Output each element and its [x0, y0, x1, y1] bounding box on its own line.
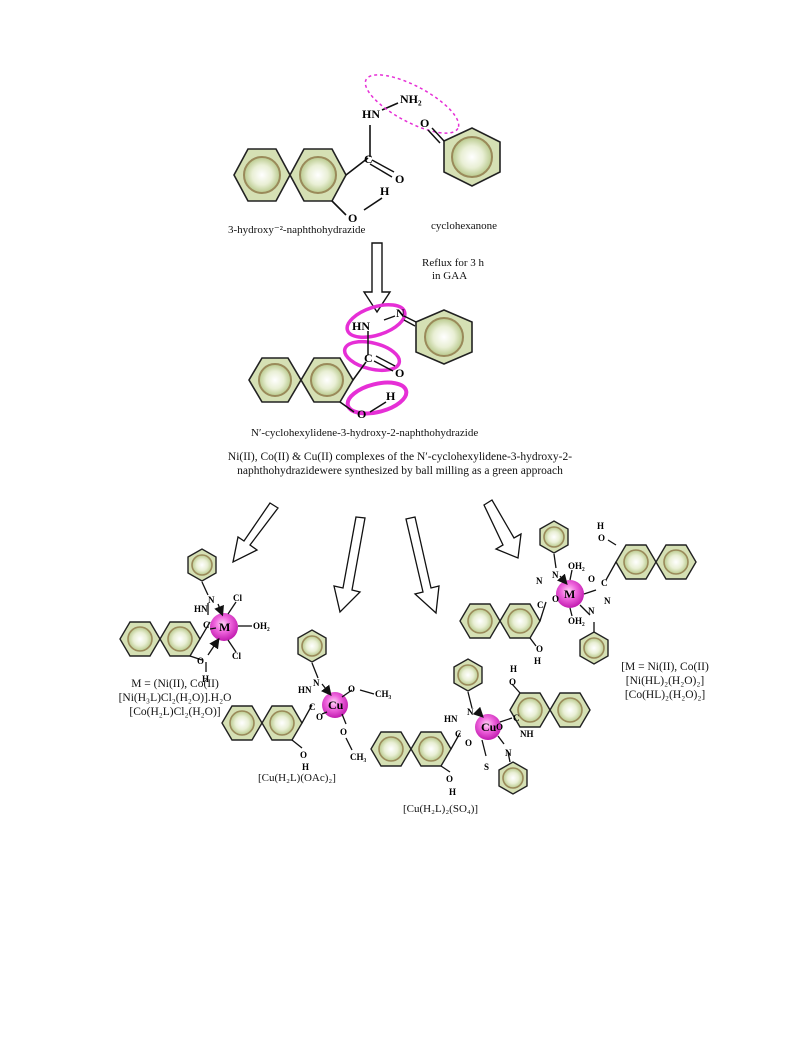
complex-4-structure: N N C O OH₂ OH₂ M O C N N O H O H: [459, 520, 697, 666]
complex-4-caption-line-2: [Ni(HL)₂(H₂O)₂]: [625, 675, 705, 687]
complex-1-caption-line-1: M = (Ni(II), Co(II): [131, 678, 219, 690]
atom-o: O: [300, 750, 307, 760]
atom-nh: NH: [520, 729, 534, 739]
atom-c: C: [513, 713, 520, 723]
atom-ch3: CH₃: [350, 752, 367, 762]
atom-c: C: [203, 620, 210, 630]
synthesis-caption-line-2: naphthohydrazidewere synthesized by ball…: [237, 465, 563, 477]
atom-ch3: CH₃: [375, 689, 392, 699]
complex-4-caption: [M = Ni(II), Co(II) [Ni(HL)₂(H₂O)₂] [Co(…: [600, 660, 730, 702]
synthesis-caption: Ni(II), Co(II) & Cu(II) complexes of the…: [160, 450, 640, 478]
atom-h: H: [386, 389, 396, 403]
atom-o: O: [395, 366, 404, 380]
synthesis-caption-line-1: Ni(II), Co(II) & Cu(II) complexes of the…: [227, 451, 573, 463]
atom-o: O: [316, 712, 323, 722]
atom-h: H: [202, 674, 209, 684]
atom-hn: HN: [352, 319, 370, 333]
naphthalene-ring-right: [289, 148, 347, 202]
atom-n: N: [604, 596, 611, 606]
atom-c: C: [537, 600, 544, 610]
atom-hn: HN: [298, 685, 312, 695]
reactant-hydrazide: HN NH₂ C O O H: [233, 92, 422, 225]
atom-o: O: [348, 684, 355, 694]
atom-cl: Cl: [233, 593, 242, 603]
atom-o-ketone: O: [420, 116, 429, 130]
atom-o: O: [446, 774, 453, 784]
label-condition-2: in GAA: [432, 270, 468, 282]
complex-1-caption-line-3: [Co(H₂L)Cl₂(H₂O)]: [129, 706, 221, 718]
ligand-structure: HN N C O O H: [248, 303, 473, 421]
atom-m: M: [564, 587, 575, 601]
atom-cu: Cu: [328, 698, 344, 712]
reactant-cyclohexanone: O: [420, 116, 501, 187]
atom-s: S: [484, 762, 489, 772]
atom-n: N: [505, 748, 512, 758]
atom-h: H: [597, 521, 604, 531]
atom-oh2: OH₂: [568, 616, 585, 626]
atom-n: N: [536, 576, 543, 586]
complex-3-caption: [Cu(H₂L)₂(SO₄)]: [403, 803, 479, 815]
atom-c: C: [364, 351, 373, 365]
complex-3-structure: N HN C O O H Cu C O H NH N S O: [370, 658, 591, 797]
complex-2-structure: N HN C O O H Cu O CH₃ O CH₃: [221, 629, 392, 772]
atom-h: H: [449, 787, 456, 797]
arrow-to-complex-2: [333, 516, 366, 614]
atom-nh2: NH₂: [400, 92, 422, 106]
arrow-to-complex-1: [232, 502, 279, 564]
atom-cl: Cl: [232, 651, 241, 661]
atom-o: O: [340, 727, 347, 737]
atom-h: H: [302, 762, 309, 772]
atom-n: N: [552, 570, 559, 580]
complex-1-structure: N HN C O H M Cl Cl OH₂: [119, 548, 270, 684]
atom-n: N: [467, 707, 474, 717]
label-hydrazide: 3-hydroxy⁻²-naphthohydrazide: [228, 224, 366, 236]
atom-o: O: [395, 172, 404, 186]
atom-m: M: [219, 620, 230, 634]
atom-o: O: [496, 722, 503, 732]
naphthalene-ring-left: [233, 148, 291, 202]
atom-n: N: [588, 606, 595, 616]
atom-c: C: [309, 702, 316, 712]
complex-1-caption: M = (Ni(II), Co(II) [Ni(H₃L)Cl₂(H₂O)].H₂…: [100, 677, 250, 719]
atom-hn: HN: [194, 604, 208, 614]
atom-o: O: [536, 644, 543, 654]
atom-oh2: OH₂: [253, 621, 270, 631]
atom-n: N: [313, 678, 320, 688]
label-cyclohexanone: cyclohexanone: [431, 220, 497, 232]
complex-4-caption-line-3: [Co(HL)₂(H₂O)₂]: [624, 689, 706, 701]
atom-o: O: [588, 574, 595, 584]
label-ligand: N′-cyclohexylidene-3-hydroxy-2-naphthohy…: [251, 427, 479, 439]
atom-h: H: [534, 656, 541, 666]
atom-o-hydroxyl: O: [357, 407, 366, 421]
atom-c: C: [364, 152, 373, 166]
reacting-groups-highlight: [364, 74, 460, 134]
atom-n: N: [396, 306, 405, 320]
arrow-to-complex-3: [405, 516, 440, 615]
atom-o: O: [465, 738, 472, 748]
atom-o: O: [197, 656, 204, 666]
complex-4-caption-line-1: [M = Ni(II), Co(II): [621, 661, 709, 673]
atom-o: O: [509, 677, 516, 687]
complex-1-caption-line-2: [Ni(H₃L)Cl₂(H₂O)].H₂O: [118, 692, 232, 704]
arrow-to-complex-4: [483, 499, 522, 559]
label-condition-1: Reflux for 3 h: [422, 257, 485, 269]
atom-c: C: [601, 578, 608, 588]
atom-h: H: [380, 184, 390, 198]
atom-c: C: [455, 729, 462, 739]
atom-oh2: OH₂: [568, 561, 585, 571]
atom-o: O: [598, 533, 605, 543]
atom-hn: HN: [444, 714, 458, 724]
atom-n: N: [208, 595, 215, 605]
complex-2-caption: [Cu(H₂L)(OAc)₂]: [258, 772, 336, 784]
atom-o-hydroxyl: O: [348, 211, 357, 225]
atom-hn: HN: [362, 107, 380, 121]
reflux-arrow: [362, 242, 392, 314]
atom-h: H: [510, 664, 517, 674]
atom-cu: Cu: [481, 720, 497, 734]
atom-o: O: [552, 594, 559, 604]
